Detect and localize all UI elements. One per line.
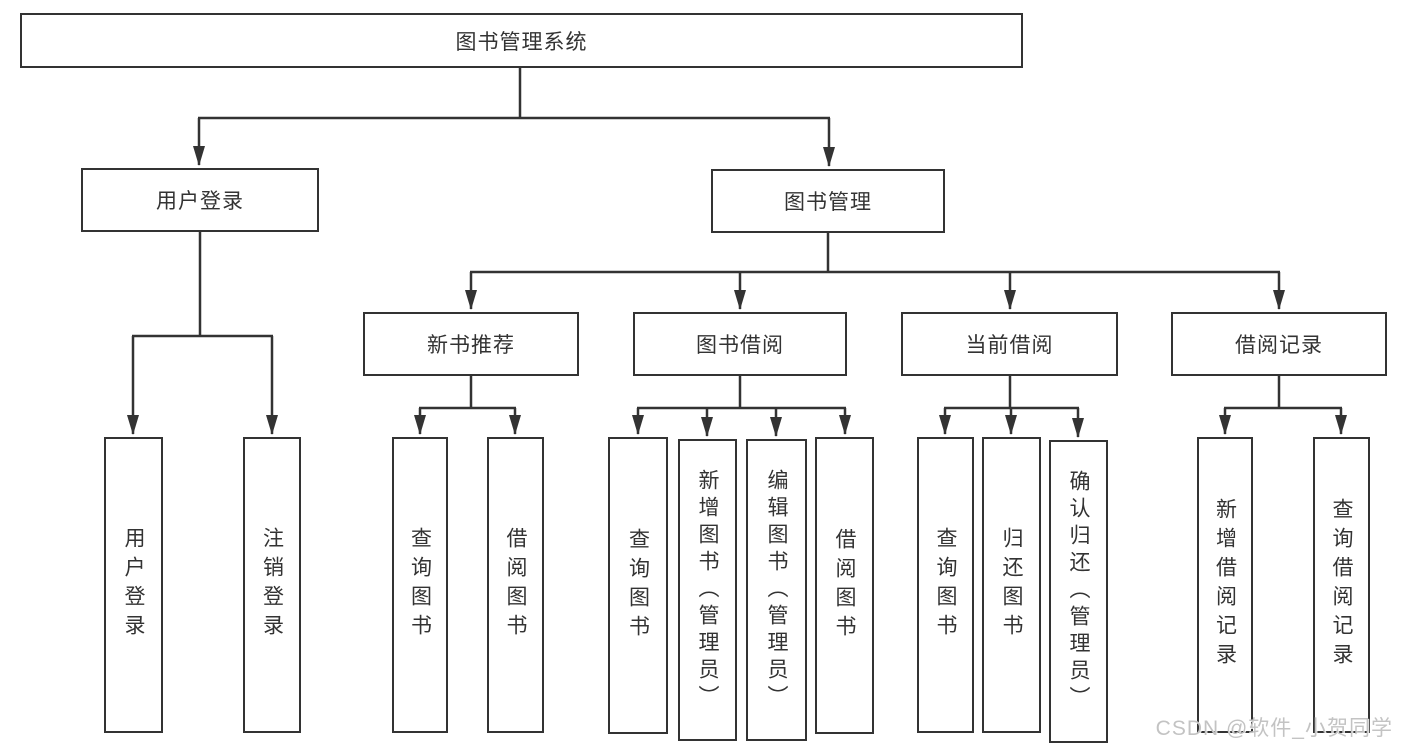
connector-current — [939, 376, 1084, 438]
connector-records — [1219, 376, 1347, 435]
leaf-current-return-books: 归还图书 — [982, 437, 1041, 733]
connector-new-books — [414, 376, 521, 435]
csdn-watermark: CSDN @软件_小贺同学 — [1155, 717, 1393, 740]
connector-root — [193, 68, 835, 167]
leaf-current-confirm-return-admin: 确认归还（管理员） — [1049, 440, 1108, 743]
node-new-book-recommend: 新书推荐 — [363, 312, 579, 376]
leaf-records-add-borrow-record: 新增借阅记录 — [1197, 437, 1253, 733]
leaf-logout: 注销登录 — [243, 437, 301, 733]
node-book-management: 图书管理 — [711, 169, 945, 233]
leaf-current-query-books: 查询图书 — [917, 437, 974, 733]
leaf-user-login: 用户登录 — [104, 437, 163, 733]
leaf-newbooks-borrow-books: 借阅图书 — [487, 437, 544, 733]
leaf-borrowing-borrow-books: 借阅图书 — [815, 437, 874, 734]
leaf-borrowing-query-books: 查询图书 — [608, 437, 668, 734]
connector-user-login — [127, 232, 278, 435]
node-root-title: 图书管理系统 — [20, 13, 1023, 68]
node-book-borrowing: 图书借阅 — [633, 312, 847, 376]
leaf-borrowing-edit-books-admin: 编辑图书（管理员） — [746, 439, 807, 741]
leaf-records-query-borrow-record: 查询借阅记录 — [1313, 437, 1370, 733]
connector-borrowing — [632, 376, 851, 437]
leaf-newbooks-query-books: 查询图书 — [392, 437, 448, 733]
node-user-login: 用户登录 — [81, 168, 319, 232]
node-current-borrowing: 当前借阅 — [901, 312, 1118, 376]
node-borrowing-records: 借阅记录 — [1171, 312, 1387, 376]
connector-book-mgmt — [465, 233, 1285, 310]
leaf-borrowing-add-books-admin: 新增图书（管理员） — [678, 439, 737, 741]
